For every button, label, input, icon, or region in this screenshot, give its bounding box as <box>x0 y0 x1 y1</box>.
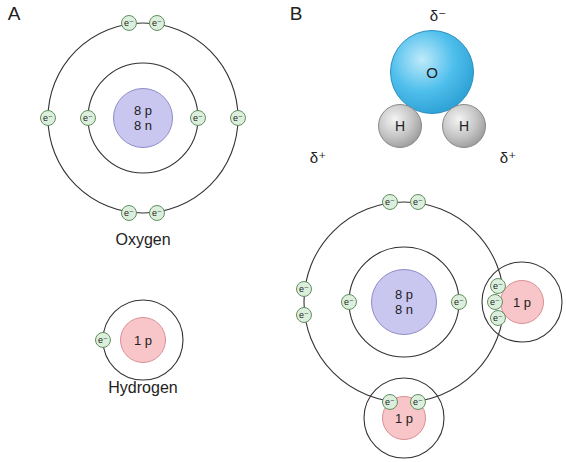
electron-label: e⁻ <box>385 197 395 207</box>
electron: e⁻ <box>121 205 137 221</box>
atom-label: 8 n <box>134 118 152 133</box>
hydrogen-atom: H <box>442 104 486 148</box>
electron-label: e⁻ <box>233 113 243 123</box>
electron: e⁻ <box>95 332 111 348</box>
electron-label: e⁻ <box>299 310 309 320</box>
electron: e⁻ <box>382 194 398 210</box>
electron-label: e⁻ <box>124 18 134 28</box>
electron-label: e⁻ <box>493 281 503 291</box>
electron: e⁻ <box>190 110 206 126</box>
nucleus: 1 p <box>120 317 166 363</box>
hydrogen-shell <box>482 262 562 342</box>
hydrogen-shell <box>364 378 444 458</box>
inner-shell <box>349 247 459 357</box>
hydrogen-shell <box>103 300 183 380</box>
electron-label: e⁻ <box>193 113 203 123</box>
electron: e⁻ <box>296 307 312 323</box>
panel-letter: A <box>8 3 21 25</box>
electron-label: e⁻ <box>152 18 162 28</box>
electron: e⁻ <box>410 394 426 410</box>
partial-charge: δ⁺ <box>500 149 516 167</box>
electron: e⁻ <box>296 281 312 297</box>
atom-label: H <box>395 118 405 134</box>
atom-label: 8 p <box>395 287 413 302</box>
electron-label: e⁻ <box>43 113 53 123</box>
electron-label: e⁻ <box>413 197 423 207</box>
atom-label: 8 n <box>395 302 413 317</box>
electron-label: e⁻ <box>490 297 500 307</box>
electron-label: e⁻ <box>454 297 464 307</box>
nucleus: 1 p <box>500 280 544 324</box>
electron-label: e⁻ <box>299 284 309 294</box>
electron: e⁻ <box>149 205 165 221</box>
electron-label: e⁻ <box>98 335 108 345</box>
electron: e⁻ <box>80 110 96 126</box>
electron: e⁻ <box>410 194 426 210</box>
atom-name: Hydrogen <box>108 379 177 397</box>
inner-shell <box>88 63 198 173</box>
atom-label: H <box>459 118 469 134</box>
electron: e⁻ <box>40 110 56 126</box>
electron-label: e⁻ <box>83 113 93 123</box>
partial-charge: δ⁻ <box>430 7 446 25</box>
atom-name: Oxygen <box>115 231 170 249</box>
atom-label: 8 p <box>134 103 152 118</box>
electron: e⁻ <box>121 15 137 31</box>
electron: e⁻ <box>149 15 165 31</box>
atom-label: 1 p <box>134 333 152 348</box>
outer-shell <box>304 202 504 402</box>
electron-label: e⁻ <box>152 208 162 218</box>
electron: e⁻ <box>230 110 246 126</box>
outer-shell <box>48 23 238 213</box>
electron: e⁻ <box>382 394 398 410</box>
electron: e⁻ <box>487 294 503 310</box>
electron-label: e⁻ <box>344 297 354 307</box>
atom-label: 1 p <box>395 411 413 426</box>
electron-label: e⁻ <box>124 208 134 218</box>
atom-label: 1 p <box>513 295 531 310</box>
electron-label: e⁻ <box>413 397 423 407</box>
electron: e⁻ <box>490 310 506 326</box>
nucleus: 8 p8 n <box>371 269 437 335</box>
electron-label: e⁻ <box>493 313 503 323</box>
partial-charge: δ⁺ <box>310 149 326 167</box>
panel-letter: B <box>290 3 303 25</box>
electron: e⁻ <box>341 294 357 310</box>
electron: e⁻ <box>490 278 506 294</box>
hydrogen-atom: H <box>378 104 422 148</box>
nucleus: 8 p8 n <box>113 88 173 148</box>
oxygen-atom: O <box>390 30 474 114</box>
electron: e⁻ <box>451 294 467 310</box>
atom-label: O <box>426 64 438 81</box>
electron-label: e⁻ <box>385 397 395 407</box>
